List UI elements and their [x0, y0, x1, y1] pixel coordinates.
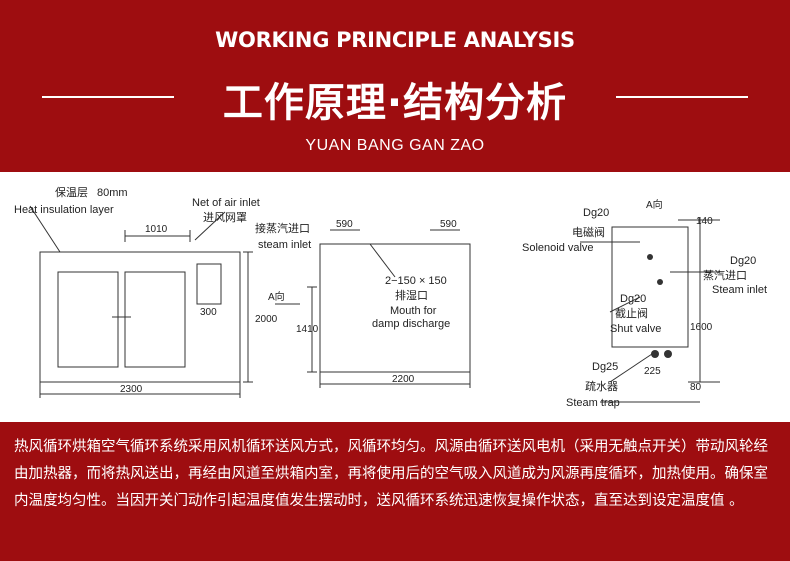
steam-trap-en: Steam trap	[566, 397, 620, 409]
dim-140: 140	[696, 216, 713, 227]
air-inlet-label-cn: 进风网罩	[203, 211, 247, 224]
insulation-dim: 80mm	[97, 187, 128, 199]
dim-80: 80	[690, 382, 702, 393]
steam-inlet-label-en: steam inlet	[258, 239, 311, 251]
dim-590-left: 590	[336, 219, 353, 230]
insulation-label-en: Heat insulation layer	[14, 204, 114, 216]
damp-label-cn: 排湿口	[395, 288, 428, 302]
steam-inlet-right-cn: 蒸汽进口	[703, 268, 747, 282]
solenoid-label-en: Solenoid valve	[522, 242, 594, 254]
valve-markers	[647, 254, 672, 358]
brand-subtitle: YUAN BANG GAN ZAO	[305, 137, 485, 154]
steam-trap-cn: 疏水器	[585, 379, 618, 393]
air-inlet-label-en: Net of air inlet	[192, 197, 260, 209]
damp-size: 2−150 × 150	[385, 275, 447, 287]
chinese-title: 工作原理·结构分析	[222, 80, 568, 126]
dim-590-right: 590	[440, 219, 457, 230]
steam-inlet-label-cn: 接蒸汽进口	[255, 221, 310, 235]
dim-2200: 2200	[392, 374, 415, 385]
dim-225: 225	[644, 366, 661, 377]
dim-1010: 1010	[145, 224, 168, 235]
insulation-label-cn: 保温层	[55, 185, 88, 199]
dim-300: 300	[200, 307, 217, 318]
dim-2000: 2000	[255, 314, 278, 325]
dim-1600: 1600	[690, 322, 713, 333]
title-divider-left	[42, 96, 174, 98]
dg20-shut: Dg20	[620, 293, 646, 305]
structure-diagram: 保温层 80mm Heat insulation layer Net of ai…	[0, 172, 790, 422]
shut-valve-cn: 截止阀	[615, 306, 648, 320]
title-divider-right	[616, 96, 748, 98]
dim-1410: 1410	[296, 324, 319, 335]
diagram-drawing: 保温层 80mm Heat insulation layer Net of ai…	[14, 185, 767, 409]
steam-inlet-right-en: Steam inlet	[712, 284, 767, 296]
oven-side-body	[319, 243, 471, 373]
dim-2300: 2300	[120, 384, 143, 395]
damp-label-en-1: Mouth for	[390, 305, 437, 317]
damp-label-en-2: damp discharge	[372, 318, 450, 330]
header-banner: WORKING PRINCIPLE ANALYSIS 工作原理·结构分析 YUA…	[0, 0, 790, 172]
dg20-steam: Dg20	[730, 255, 756, 267]
dg20-top: Dg20	[583, 207, 609, 219]
oven-door-left	[57, 271, 119, 368]
description-section: 热风循环烘箱空气循环系统采用风机循环送风方式，风循环均匀。风源由循环送风电机（采…	[0, 422, 790, 561]
shut-valve-en: Shut valve	[610, 323, 661, 335]
oven-door-right	[124, 271, 186, 368]
english-title: WORKING PRINCIPLE ANALYSIS	[215, 28, 575, 52]
view-a-right: A向	[646, 198, 663, 211]
description-text: 热风循环烘箱空气循环系统采用风机循环送风方式，风循环均匀。风源由循环送风电机（采…	[14, 439, 768, 509]
pipe-panel	[611, 226, 689, 348]
view-a-middle: A向	[268, 290, 285, 303]
control-panel	[196, 263, 222, 305]
oven-front-body	[39, 251, 241, 383]
solenoid-label-cn: 电磁阀	[572, 225, 605, 239]
dg25: Dg25	[592, 361, 618, 373]
